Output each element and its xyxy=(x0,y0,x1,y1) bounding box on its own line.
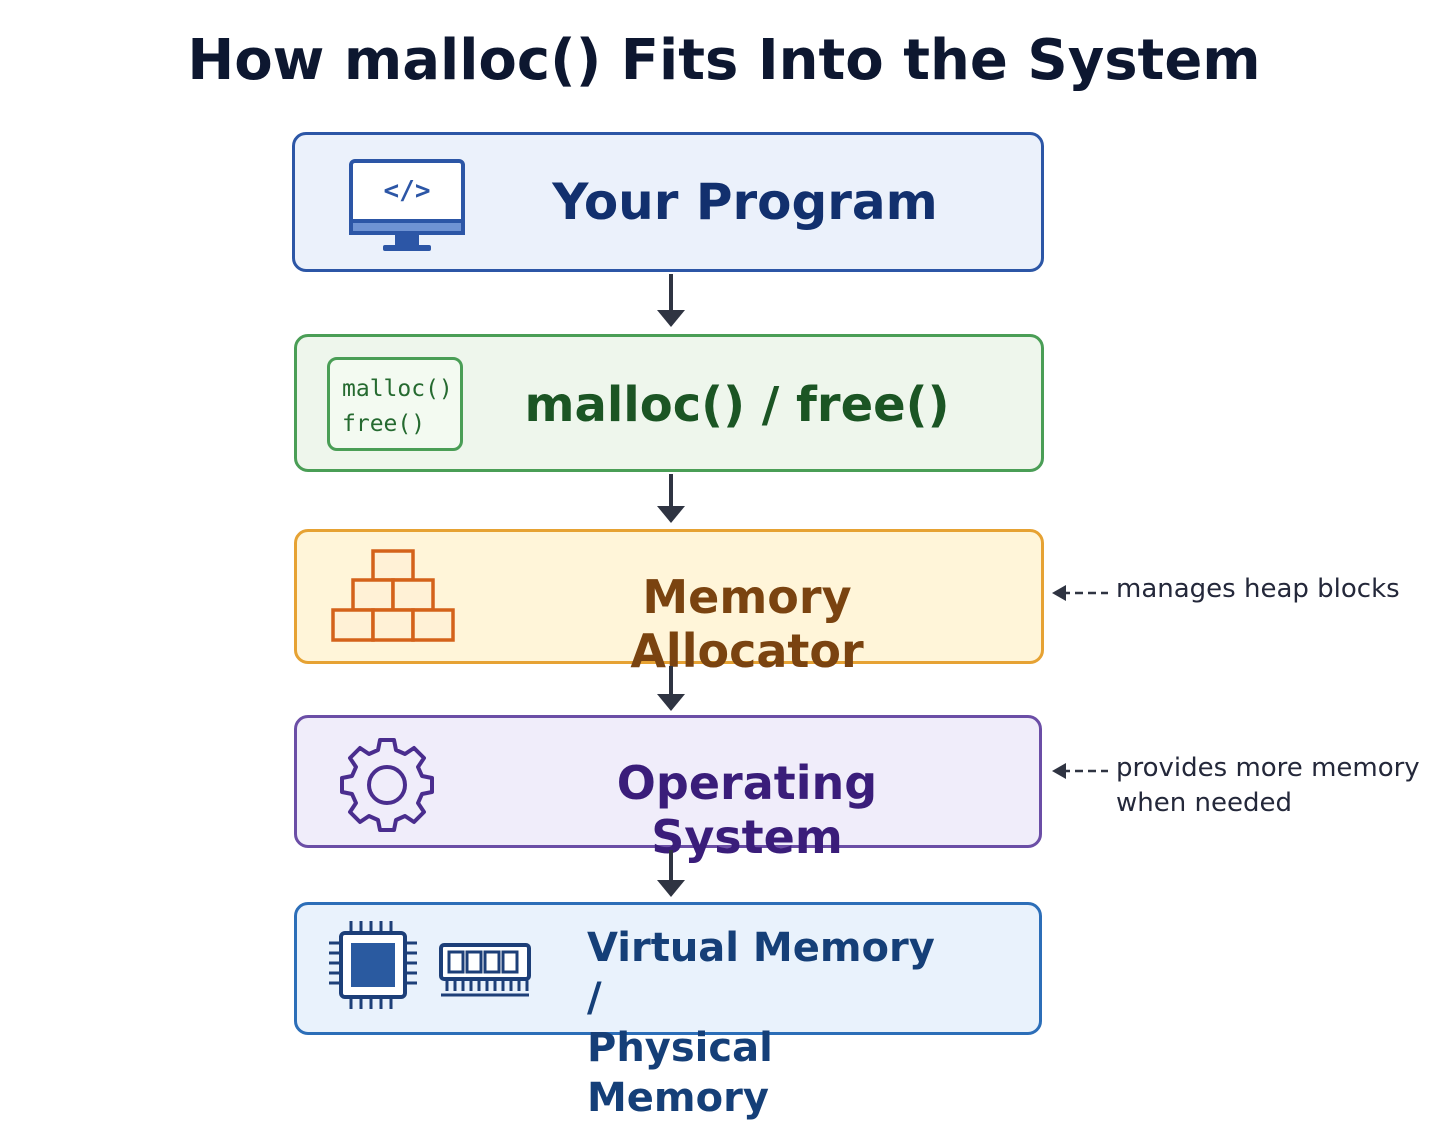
note-line2: when needed xyxy=(1116,788,1292,818)
arrow-down-4 xyxy=(657,850,685,897)
svg-text:</>: </> xyxy=(384,176,431,206)
code-monitor-icon: </> xyxy=(349,159,465,251)
note-arrow-os xyxy=(1052,763,1108,779)
code-snippet-icon: malloc() free() xyxy=(327,357,463,451)
code-line-free: free() xyxy=(342,411,426,437)
layer-virtual-physical-memory: Virtual Memory / Physical Memory xyxy=(294,902,1042,1121)
diagram-title: How malloc() Fits Into the System xyxy=(187,28,1261,93)
stacked-blocks-icon xyxy=(331,549,455,642)
ram-module-icon xyxy=(439,943,531,997)
note-line1: provides more memory xyxy=(1116,753,1420,783)
arrow-down-2 xyxy=(657,474,685,523)
layer-your-program: </> Your Program xyxy=(292,132,1044,272)
layer-label: Operating System xyxy=(616,756,878,864)
cpu-chip-icon xyxy=(329,921,417,1009)
layer-operating-system: Operating System xyxy=(294,715,1042,864)
note-arrow-allocator xyxy=(1052,585,1108,601)
arrow-down-1 xyxy=(657,274,685,327)
layer-memory-allocator: Memory Allocator xyxy=(294,529,1044,678)
layer-malloc-free: malloc() free() malloc() / free() xyxy=(294,334,1044,472)
note-manages-heap-blocks: manages heap blocks xyxy=(1116,574,1400,604)
arrow-down-3 xyxy=(657,666,685,711)
code-line-malloc: malloc() xyxy=(342,376,453,402)
layer-label: Virtual Memory / Physical Memory xyxy=(587,923,947,1123)
gear-icon xyxy=(340,738,434,832)
layer-label: Your Program xyxy=(552,173,938,231)
note-provides-more-memory: provides more memory when needed xyxy=(1116,751,1420,821)
layer-label: malloc() / free() xyxy=(524,377,950,433)
layer-label: Memory Allocator xyxy=(630,570,864,678)
layer-label-line1: Virtual Memory / xyxy=(587,925,935,1021)
layer-label-line2: Physical Memory xyxy=(587,1025,773,1121)
